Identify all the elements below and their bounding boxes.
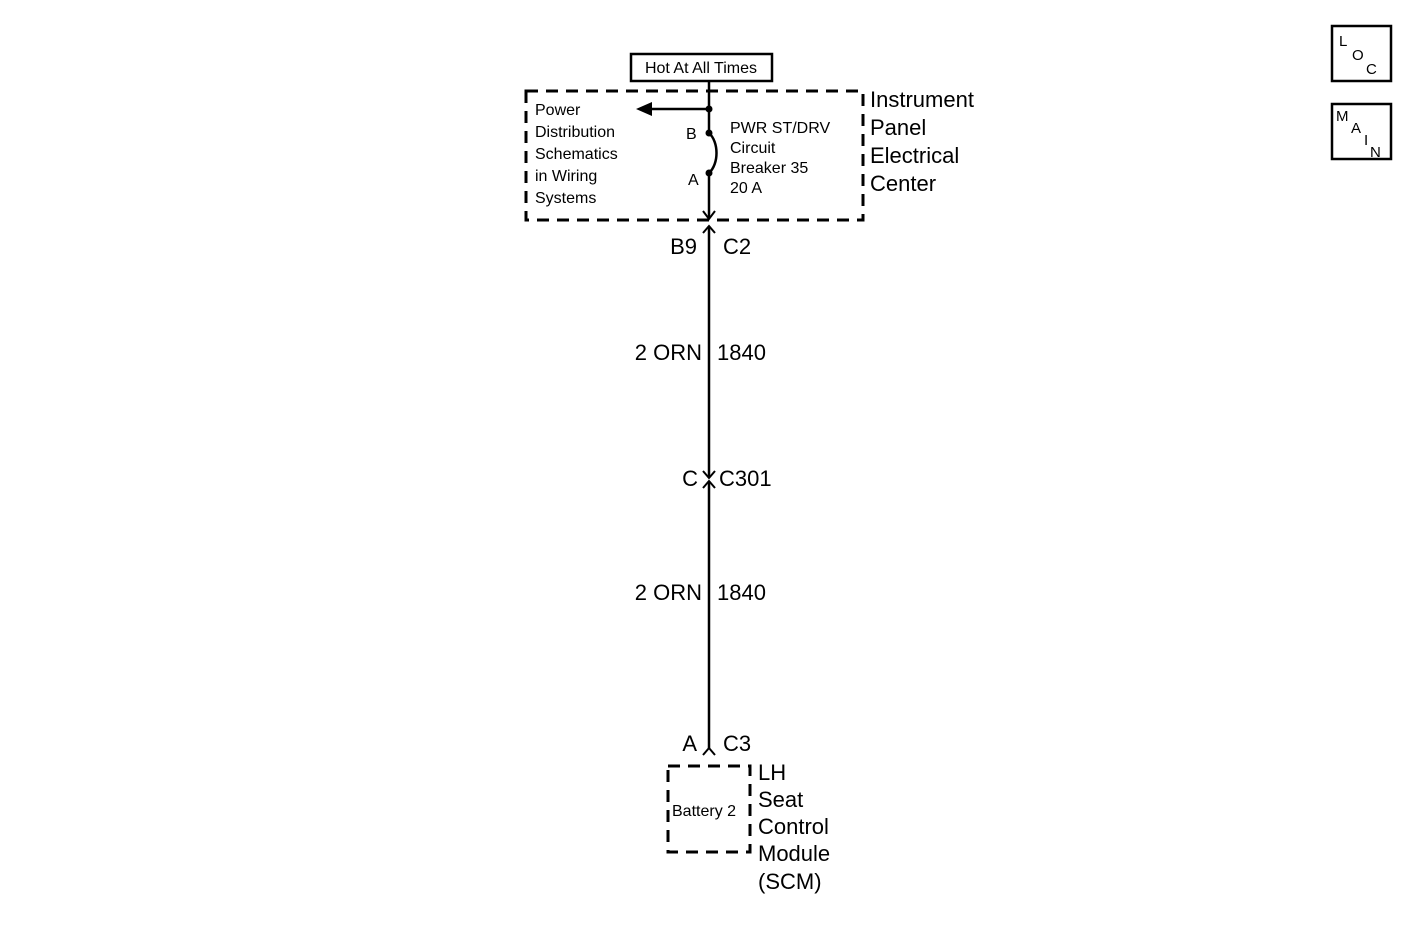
- loc-letter-c: C: [1366, 61, 1377, 78]
- inline-pin-label: C: [682, 466, 698, 491]
- scm-name-line-2: Seat: [758, 787, 803, 812]
- loc-button[interactable]: L O C: [1330, 24, 1393, 83]
- wire-2-gauge-color: 2 ORN: [635, 580, 702, 605]
- loc-letter-l: L: [1339, 33, 1347, 50]
- breaker-line-4: 20 A: [730, 180, 762, 197]
- ipec-name: Instrument Panel Electrical Center: [870, 87, 974, 196]
- ipec-name-line-2: Panel: [870, 115, 926, 140]
- pds-line-5: Systems: [535, 190, 596, 207]
- scm-name-line-3: Control: [758, 814, 829, 839]
- pds-line-2: Distribution: [535, 124, 615, 141]
- ipec-pin-label: B9: [670, 234, 697, 259]
- ipec-name-line-3: Electrical: [870, 143, 959, 168]
- ipec-name-line-4: Center: [870, 171, 936, 196]
- ipec-dashed-box: [524, 89, 865, 222]
- hot-at-all-times-text: Hot At All Times: [645, 60, 757, 77]
- breaker-label: PWR ST/DRV Circuit Breaker 35 20 A: [730, 120, 830, 197]
- wire-1-circuit: 1840: [717, 340, 766, 365]
- wire-1-gauge-color: 2 ORN: [635, 340, 702, 365]
- pds-line-4: in Wiring: [535, 168, 597, 185]
- scm-dashed-box: [666, 764, 752, 854]
- main-letter-i: I: [1364, 132, 1368, 149]
- pds-reference: Power Distribution Schematics in Wiring …: [535, 102, 618, 207]
- main-button[interactable]: M A I N: [1330, 102, 1393, 161]
- circuit-breaker-symbol: [708, 132, 718, 174]
- scm-name: LH Seat Control Module (SCM): [758, 760, 830, 894]
- inline-connector-female: [702, 470, 716, 480]
- pds-arrow-head: [636, 102, 652, 116]
- breaker-line-3: Breaker 35: [730, 160, 808, 177]
- main-letter-m: M: [1336, 108, 1349, 125]
- scm-name-line-1: LH: [758, 760, 786, 785]
- scm-internal-label: Battery 2: [672, 803, 736, 820]
- power-source-label: Hot At All Times: [629, 52, 774, 83]
- loc-letter-o: O: [1352, 47, 1364, 64]
- terminal-b-label: B: [686, 126, 697, 143]
- scm-connector-male: [702, 746, 716, 756]
- pds-line-1: Power: [535, 102, 581, 119]
- pds-line-3: Schematics: [535, 146, 618, 163]
- inline-connector-label: C301: [719, 466, 772, 491]
- ipec-connector-label: C2: [723, 234, 751, 259]
- breaker-line-1: PWR ST/DRV: [730, 120, 830, 137]
- scm-name-line-4: Module: [758, 841, 830, 866]
- scm-pin-label: A: [682, 731, 697, 756]
- main-letter-a: A: [1351, 120, 1361, 137]
- scm-connector-label: C3: [723, 731, 751, 756]
- ipec-connector-female: [702, 210, 716, 221]
- breaker-line-2: Circuit: [730, 140, 776, 157]
- wire-2-circuit: 1840: [717, 580, 766, 605]
- scm-name-line-5: (SCM): [758, 869, 822, 894]
- main-letter-n: N: [1370, 144, 1381, 161]
- ipec-name-line-1: Instrument: [870, 87, 974, 112]
- terminal-a-label: A: [688, 172, 699, 189]
